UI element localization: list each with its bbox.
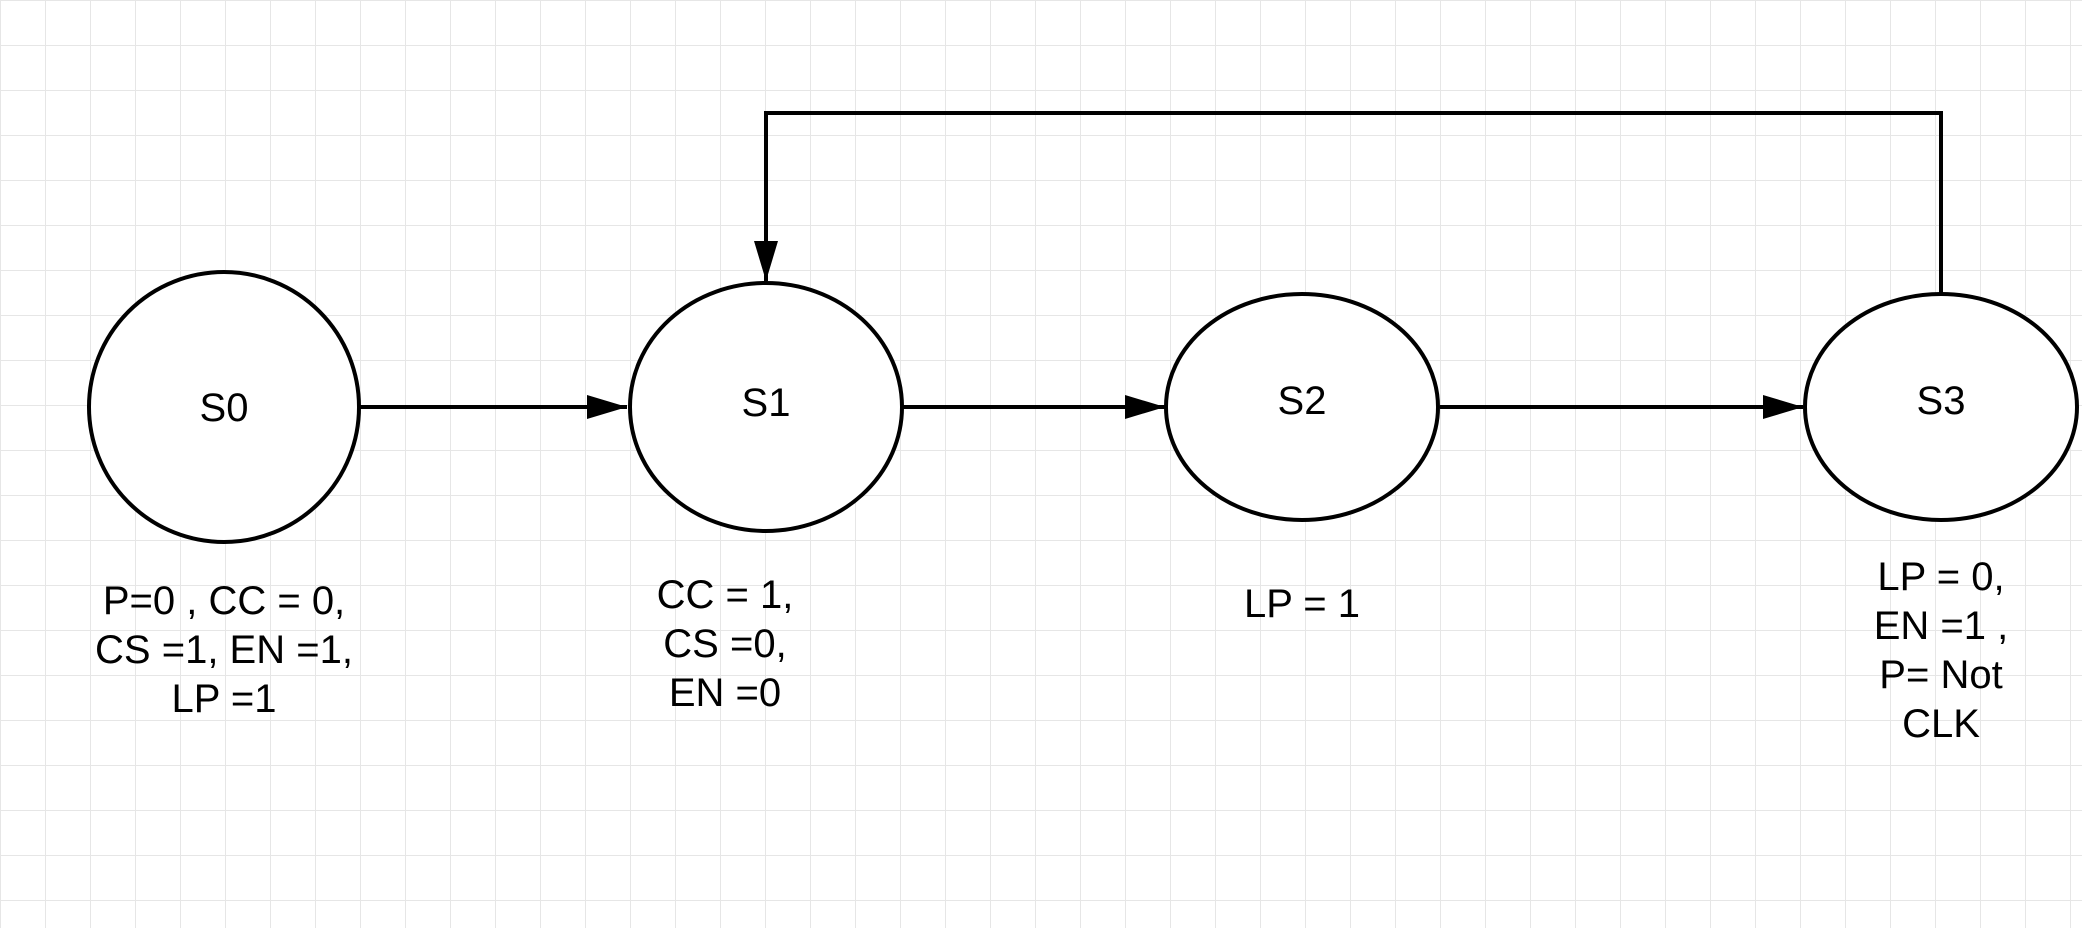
state-s3-label: S3 [1917, 379, 1966, 423]
state-s2-label: S2 [1278, 379, 1327, 423]
state-s0[interactable]: S0 [87, 270, 361, 544]
state-s3-output-line: CLK [1902, 702, 1980, 746]
state-s2-outputs: LP = 1 [1177, 580, 1427, 629]
state-s0-output-line: LP =1 [171, 677, 277, 721]
state-s0-outputs: P=0 , CC = 0, CS =1, EN =1, LP =1 [74, 577, 374, 724]
state-s3-output-line: EN =1 , [1873, 604, 2009, 648]
state-s2-output-line: LP = 1 [1243, 582, 1361, 626]
state-s2-shape [1164, 292, 1440, 522]
state-s2[interactable]: S2 [1164, 292, 1440, 522]
state-s3-shape [1803, 292, 2079, 522]
state-s0-shape [87, 270, 361, 544]
state-s0-label: S0 [200, 386, 249, 430]
state-s1-shape [628, 281, 904, 533]
state-s3[interactable]: S3 [1803, 292, 2079, 522]
state-s3-output-line: LP = 0, [1877, 555, 2005, 599]
state-s0-output-line: CS =1, EN =1, [95, 628, 353, 672]
state-s1-label: S1 [742, 381, 791, 425]
state-s1-output-line: CC = 1, [656, 573, 794, 617]
transition-s3-s1[interactable] [754, 111, 1943, 293]
state-s0-output-line: P=0 , CC = 0, [102, 579, 346, 623]
state-s3-output-line: P= Not [1879, 653, 2003, 697]
state-s3-outputs: LP = 0, EN =1 , P= Not CLK [1816, 553, 2066, 749]
state-s1-output-line: EN =0 [668, 671, 782, 715]
state-s1[interactable]: S1 [628, 281, 904, 533]
state-s1-output-line: CS =0, [663, 622, 787, 666]
state-s1-outputs: CC = 1, CS =0, EN =0 [600, 571, 850, 718]
